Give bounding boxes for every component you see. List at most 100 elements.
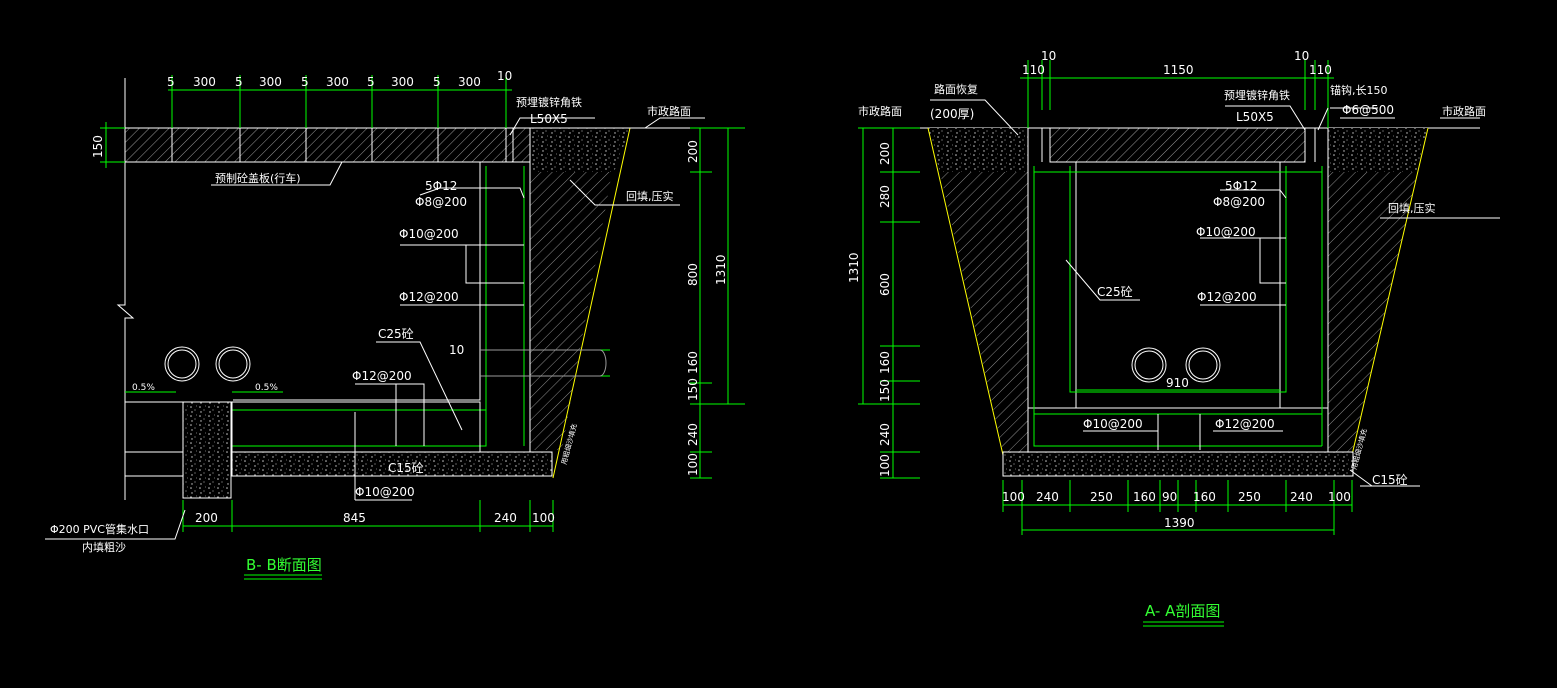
bb-right-dim-3: 160 bbox=[686, 351, 700, 374]
bb-left-slabs bbox=[124, 401, 481, 477]
aa-bottom-dimensions bbox=[1002, 480, 1353, 535]
bb-rebar-2: Φ8@200 bbox=[415, 195, 467, 209]
bb-rebar-4: Φ12@200 bbox=[399, 290, 459, 304]
bb-right-dim-6: 100 bbox=[686, 453, 700, 476]
bb-excavation-line bbox=[552, 127, 631, 479]
aa-base-slab bbox=[1002, 451, 1354, 477]
aa-bottom-dim-1: 100 bbox=[1002, 490, 1025, 504]
bb-top-dim-8: 300 bbox=[391, 75, 414, 89]
aa-repair-label-1: 路面恢复 bbox=[934, 82, 978, 96]
aa-backfill-label: 回填,压实 bbox=[1388, 201, 1436, 215]
bb-right-dim-4: 150 bbox=[686, 378, 700, 401]
bb-inlet-gravel bbox=[182, 401, 232, 499]
aa-left-dim-6: 240 bbox=[878, 423, 892, 446]
bb-bottom-dim-2: 845 bbox=[343, 511, 366, 525]
bb-right-dim-2: 800 bbox=[686, 263, 700, 286]
bb-right-dimensions bbox=[690, 127, 745, 479]
aa-rebar-4: Φ12@200 bbox=[1197, 290, 1257, 304]
aa-bottom-dim-8: 240 bbox=[1290, 490, 1313, 504]
aa-rebar-3: Φ10@200 bbox=[1196, 225, 1256, 239]
aa-rebar-2: Φ8@200 bbox=[1213, 195, 1265, 209]
bb-pipe-2 bbox=[215, 346, 251, 382]
bb-top-dim-10: 300 bbox=[458, 75, 481, 89]
bb-right-dim-1: 200 bbox=[686, 140, 700, 163]
aa-concrete-label: C25砼 bbox=[1097, 285, 1133, 299]
aa-cover-slab bbox=[1049, 127, 1306, 163]
aa-pipe-2 bbox=[1185, 347, 1221, 383]
aa-pipe-1 bbox=[1131, 347, 1167, 383]
bb-section-title: B- B断面图 bbox=[246, 556, 322, 574]
aa-section-title: A- A剖面图 bbox=[1145, 602, 1220, 620]
bb-pipe-1 bbox=[164, 346, 200, 382]
aa-top-dim-1: 110 bbox=[1022, 63, 1045, 77]
aa-top-dim-2: 10 bbox=[1041, 49, 1056, 63]
aa-left-dim-3: 600 bbox=[878, 273, 892, 296]
bb-top-dim-9: 5 bbox=[433, 75, 441, 89]
bb-section bbox=[45, 75, 745, 580]
bb-base-label: C15砼 bbox=[388, 461, 424, 475]
bb-rebar-1: 5Φ12 bbox=[425, 179, 457, 193]
bb-through-pipe bbox=[480, 349, 607, 377]
aa-rebar bbox=[1033, 166, 1323, 447]
aa-repair-label-2: (200厚) bbox=[930, 107, 974, 121]
bb-top-dim-5: 5 bbox=[301, 75, 309, 89]
aa-backfill-left bbox=[940, 172, 1028, 452]
bb-top-dim-1: 5 bbox=[167, 75, 175, 89]
bb-leaders bbox=[45, 117, 705, 540]
bb-top-dim-3: 5 bbox=[235, 75, 243, 89]
aa-backfill-right bbox=[1328, 172, 1418, 452]
bb-top-dim-2: 300 bbox=[193, 75, 216, 89]
aa-left-dim-5: 150 bbox=[878, 379, 892, 402]
aa-bottom-dim-7: 250 bbox=[1238, 490, 1261, 504]
aa-bottom-dim-9: 100 bbox=[1328, 490, 1351, 504]
aa-bottom-dim-4: 160 bbox=[1133, 490, 1156, 504]
bb-concrete-label: C25砼 bbox=[378, 327, 414, 341]
aa-angle-label-1: 预埋镀锌角铁 bbox=[1224, 88, 1290, 102]
bb-top-dim-7: 5 bbox=[367, 75, 375, 89]
bb-cover-slab bbox=[124, 127, 531, 163]
bb-pipe-label-1: Φ200 PVC管集水口 bbox=[50, 522, 149, 536]
aa-left-dim-2: 280 bbox=[878, 185, 892, 208]
aa-section bbox=[858, 60, 1500, 627]
aa-bottom-dim-3: 250 bbox=[1090, 490, 1113, 504]
bb-backfill-wedge bbox=[530, 162, 612, 450]
aa-left-dim-7: 100 bbox=[878, 454, 892, 477]
aa-left-dim-4: 160 bbox=[878, 351, 892, 374]
bb-bottom-dim-1: 200 bbox=[195, 511, 218, 525]
bb-dim-10: 10 bbox=[449, 343, 464, 357]
aa-left-dim-1: 200 bbox=[878, 142, 892, 165]
bb-slope-1: 0.5% bbox=[132, 383, 155, 393]
aa-bottom-dim-5: 90 bbox=[1162, 490, 1177, 504]
bb-road-label: 市政路面 bbox=[647, 104, 691, 118]
aa-top-dim-5: 110 bbox=[1309, 63, 1332, 77]
aa-road-pavement-right bbox=[1328, 128, 1428, 172]
bb-left-break-line bbox=[116, 78, 135, 500]
aa-leaders bbox=[930, 99, 1500, 487]
aa-road-right: 市政路面 bbox=[1442, 104, 1486, 118]
aa-inner-width: 910 bbox=[1166, 376, 1189, 390]
aa-anchor-label-2: Φ6@500 bbox=[1342, 103, 1394, 117]
bb-base-slab bbox=[231, 451, 553, 477]
aa-rebar-6: Φ12@200 bbox=[1215, 417, 1275, 431]
bb-slope-2: 0.5% bbox=[255, 383, 278, 393]
aa-top-dim-3: 1150 bbox=[1163, 63, 1194, 77]
aa-bottom-dim-2: 240 bbox=[1036, 490, 1059, 504]
bb-rebar-5: Φ12@200 bbox=[352, 369, 412, 383]
bb-top-dim-4: 300 bbox=[259, 75, 282, 89]
aa-total-height: 1310 bbox=[847, 252, 861, 283]
bb-angle-label-1: 预埋镀锌角铁 bbox=[516, 95, 582, 109]
aa-top-dim-4: 10 bbox=[1294, 49, 1309, 63]
aa-rebar-1: 5Φ12 bbox=[1225, 179, 1257, 193]
aa-walls bbox=[1027, 127, 1329, 452]
bb-pipe-1-inner bbox=[167, 349, 197, 379]
aa-left-dimensions bbox=[858, 127, 920, 479]
bb-top-dim-6: 300 bbox=[326, 75, 349, 89]
bb-pipe-2-inner bbox=[218, 349, 248, 379]
bb-bottom-dim-4: 100 bbox=[532, 511, 555, 525]
bb-bottom-dimensions bbox=[182, 500, 554, 532]
bb-cover-joints bbox=[171, 128, 507, 162]
bb-rebar-3: Φ10@200 bbox=[399, 227, 459, 241]
bb-rebar-6: Φ10@200 bbox=[355, 485, 415, 499]
bb-road-pavement bbox=[530, 128, 630, 172]
